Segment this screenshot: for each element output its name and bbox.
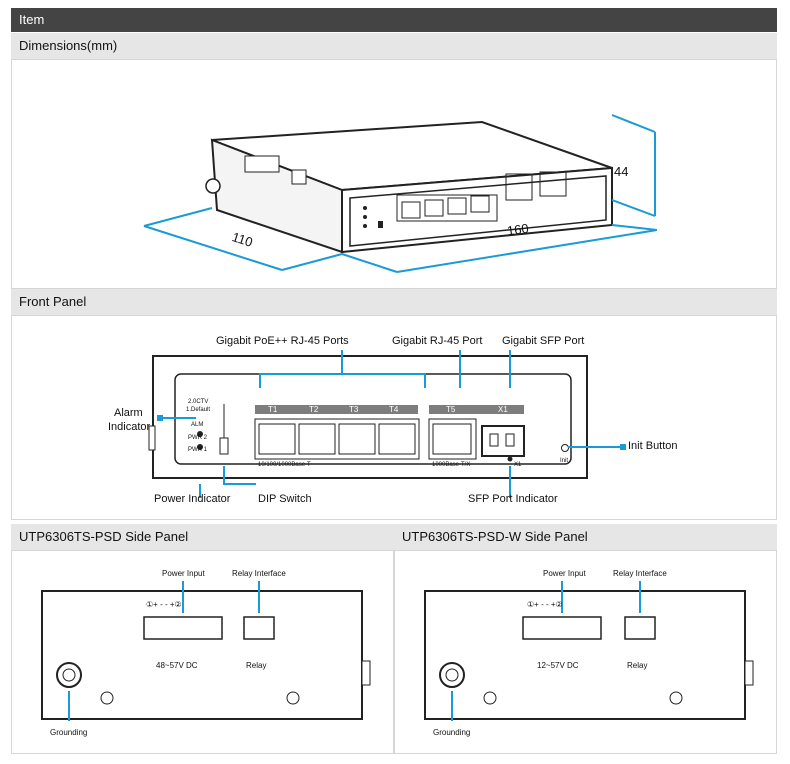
led-pwr2-label: PWR 2: [188, 435, 208, 441]
front-panel-drawing: [148, 350, 626, 498]
port-label-t3: T3: [349, 405, 359, 414]
port-label-x1: X1: [498, 405, 508, 414]
callout-dip-switch: DIP Switch: [258, 493, 312, 505]
callout-power-indicator: Power Indicator: [154, 493, 231, 505]
callout-poe-ports: Gigabit PoE++ RJ-45 Ports: [216, 335, 349, 347]
section-front-panel-title: Front Panel: [11, 289, 777, 315]
section-dimensions-title: Dimensions(mm): [11, 33, 777, 59]
dip-label-bottom: 1.Default: [186, 407, 211, 413]
callout-sfp-port: Gigabit SFP Port: [502, 335, 585, 347]
psd-terminal-legend: ①+ - - +②: [146, 600, 182, 609]
table-header: Item: [11, 8, 777, 32]
caption-t5: 1000Base-T/X: [432, 462, 471, 468]
psdw-power-input: Power Input: [543, 569, 586, 578]
dimension-height: 44: [614, 164, 629, 179]
side-psd-label: UTP6306TS-PSD Side Panel: [19, 529, 189, 544]
dimensions-label: Dimensions(mm): [19, 38, 118, 53]
port-label-t4: T4: [389, 405, 399, 414]
psd-power-input: Power Input: [162, 569, 205, 578]
psdw-relay-interface: Relay Interface: [613, 569, 667, 578]
callout-init-button: Init Button: [628, 440, 678, 452]
port-label-t2: T2: [309, 405, 319, 414]
dip-label-top: 2.0CTV: [188, 399, 209, 405]
callout-alarm-line1: Alarm: [114, 407, 143, 419]
caption-x1: X1: [514, 462, 522, 468]
side-panel-psd: Power Input Relay Interface ①+ - - +② 48…: [11, 550, 394, 754]
callout-rj45-port: Gigabit RJ-45 Port: [392, 335, 483, 347]
psd-voltage: 48~57V DC: [156, 661, 198, 670]
psd-relay-interface: Relay Interface: [232, 569, 286, 578]
header-item: Item: [19, 12, 45, 27]
led-alm-label: ALM: [191, 422, 204, 428]
section-side-psd-w-title: UTP6306TS-PSD-W Side Panel: [394, 524, 777, 550]
dimensions-panel: 110 160 44: [11, 59, 777, 289]
callout-alarm-line2: Indicator: [108, 421, 151, 433]
side-psd-drawing: [41, 581, 371, 721]
psdw-terminal-legend: ①+ - - +②: [527, 600, 563, 609]
dimension-drawing: [143, 114, 658, 273]
psd-grounding: Grounding: [50, 728, 88, 737]
side-psd-w-label: UTP6306TS-PSD-W Side Panel: [402, 529, 588, 544]
port-label-t1: T1: [268, 405, 278, 414]
psdw-relay: Relay: [627, 661, 648, 670]
side-psd-w-drawing: [424, 581, 754, 721]
dimension-length: 160: [506, 220, 530, 239]
side-panel-psd-w: Power Input Relay Interface ①+ - - +② 12…: [394, 550, 777, 754]
front-panel: Gigabit PoE++ RJ-45 Ports Gigabit RJ-45 …: [11, 315, 777, 520]
psdw-grounding: Grounding: [433, 728, 471, 737]
init-label: Init: [560, 458, 569, 464]
callout-sfp-indicator: SFP Port Indicator: [468, 493, 558, 505]
front-panel-label: Front Panel: [19, 294, 87, 309]
section-side-psd-title: UTP6306TS-PSD Side Panel: [11, 524, 394, 550]
psdw-voltage: 12~57V DC: [537, 661, 579, 670]
port-label-t5: T5: [446, 405, 456, 414]
led-pwr1-label: PWR 1: [188, 447, 208, 453]
psd-relay: Relay: [246, 661, 267, 670]
caption-poe: 10/100/1000Base-T: [258, 462, 311, 468]
